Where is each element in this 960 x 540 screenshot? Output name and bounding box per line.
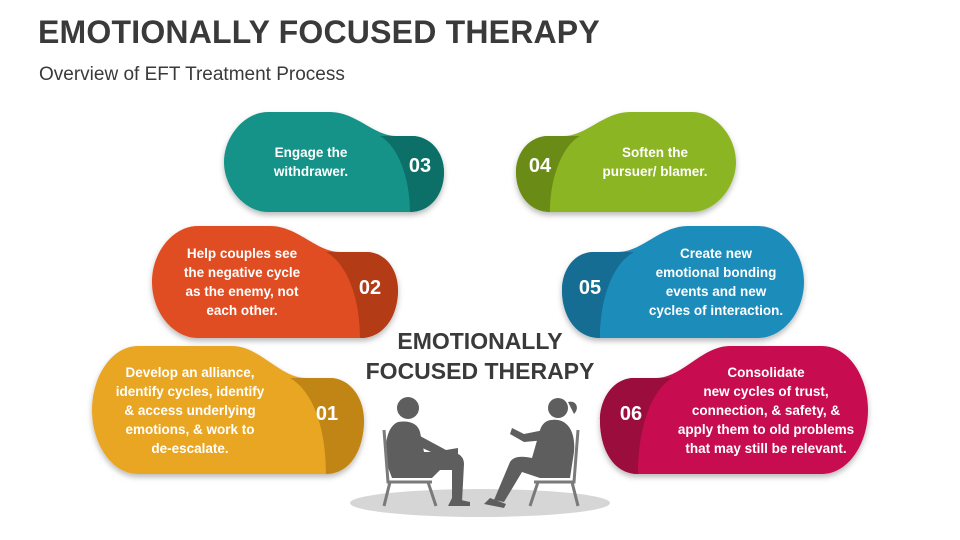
man-silhouette-icon (385, 397, 470, 506)
step-04-text: Soften the pursuer/ blamer. (602, 145, 708, 179)
step-06-text: Consolidate new cycles of trust, connect… (677, 364, 855, 456)
floor-shadow (350, 489, 610, 517)
step-06-number: 06 (619, 402, 643, 425)
page-subtitle: Overview of EFT Treatment Process (39, 64, 345, 85)
center-title-line2: FOCUSED THERAPY (365, 358, 595, 384)
center-title: EMOTIONALLY FOCUSED THERAPY (340, 326, 620, 386)
step-01-text: Develop an alliance, identify cycles, id… (115, 364, 265, 456)
step-03-text: Engage the withdrawer. (273, 145, 349, 179)
step-01-shape (92, 346, 364, 474)
step-01-number: 01 (315, 402, 339, 425)
step-04-number: 04 (528, 154, 552, 177)
woman-silhouette-icon (484, 398, 577, 508)
step-04-shape (516, 112, 736, 212)
step-06-shape (600, 346, 868, 474)
page-title: EMOTIONALLY FOCUSED THERAPY (38, 14, 600, 50)
step-02-number: 02 (358, 276, 382, 299)
step-05-number: 05 (578, 276, 602, 299)
right-chair-icon (528, 429, 580, 507)
center-title-line1: EMOTIONALLY (397, 328, 563, 354)
step-02-shape (152, 226, 398, 338)
step-03-shape (224, 112, 444, 212)
left-chair-icon (382, 429, 438, 507)
step-03-number: 03 (408, 154, 432, 177)
step-05-shape (562, 226, 804, 338)
step-02-text: Help couples see the negative cycle as t… (183, 246, 301, 318)
step-05-text: Create new emotional bonding events and … (648, 246, 784, 318)
